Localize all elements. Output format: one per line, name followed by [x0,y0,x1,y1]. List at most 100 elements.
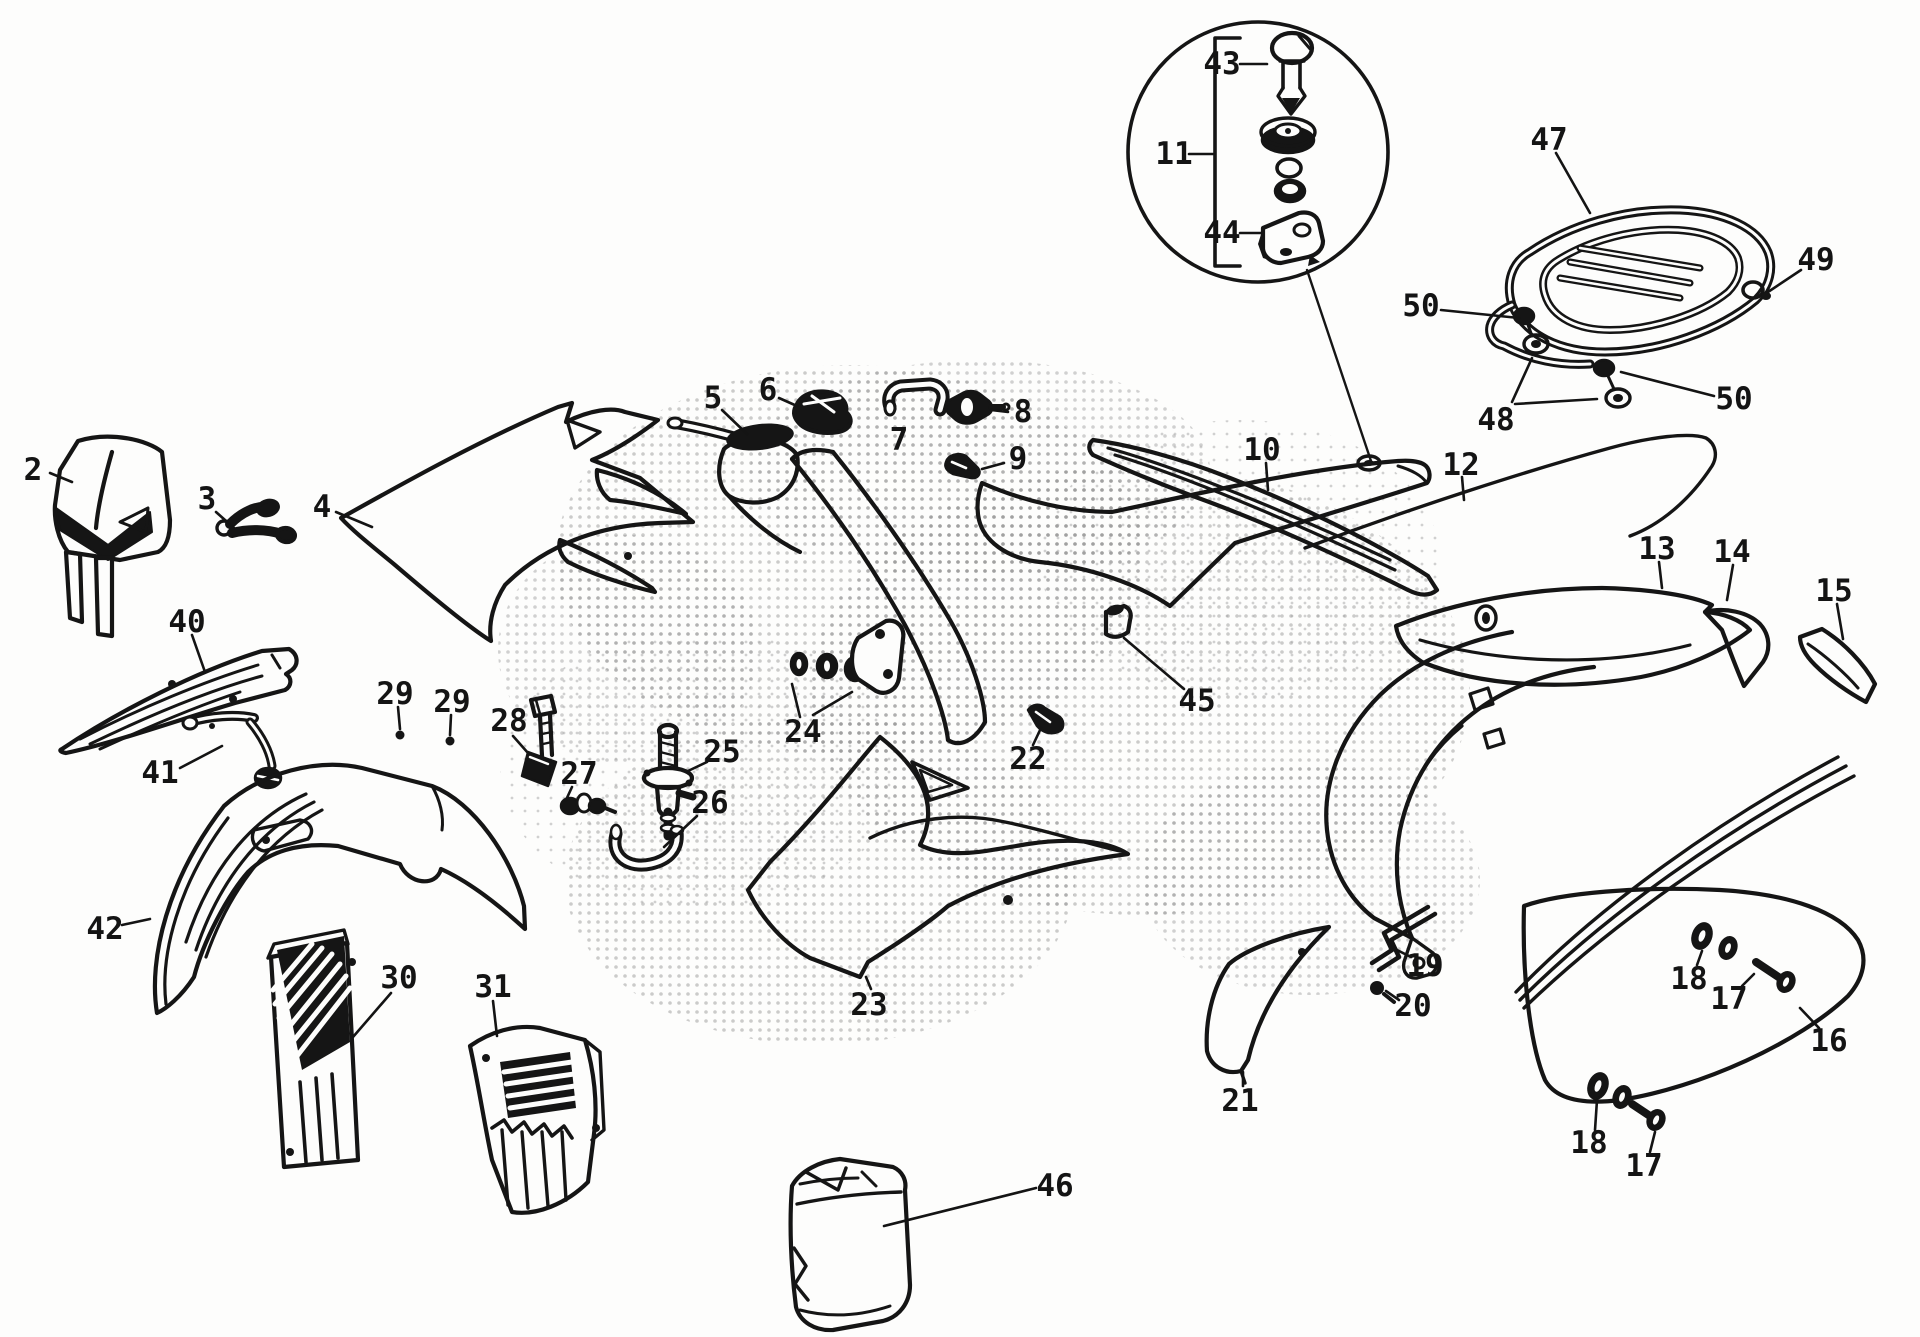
svg-text:18: 18 [1570,1125,1607,1161]
rear-fender-front [1087,433,1718,632]
svg-text:17: 17 [1625,1148,1662,1184]
front-fender [152,762,528,1016]
grommets-24 [789,618,906,695]
svg-text:28: 28 [490,703,527,739]
svg-text:23: 23 [850,987,887,1023]
svg-text:27: 27 [560,756,597,792]
mask-strap [215,498,298,545]
bolt-49 [1741,280,1771,300]
side-panel-right [1514,755,1866,1104]
svg-text:4: 4 [313,489,332,525]
svg-text:49: 49 [1797,242,1834,278]
svg-text:30: 30 [380,960,417,996]
part-label-2: 2 [24,452,74,488]
panel-fasteners-lower [1587,1072,1666,1131]
fuel-tap [641,722,697,841]
part-label-24: 24 [784,682,854,750]
svg-text:29: 29 [376,676,413,712]
center-panel [789,447,988,746]
fuel-cap [792,389,853,435]
svg-text:47: 47 [1530,122,1567,158]
headlight-mask [52,434,173,639]
part-label-13: 13 [1638,531,1676,590]
svg-text:44: 44 [1203,215,1240,251]
svg-text:15: 15 [1815,573,1852,609]
part-label-7: 7 [890,422,909,458]
inline-valve [944,389,1011,425]
svg-text:2: 2 [24,452,43,488]
svg-text:24: 24 [784,714,821,750]
spacer-45 [1103,603,1133,639]
svg-text:14: 14 [1713,534,1750,570]
svg-text:7: 7 [890,422,909,458]
svg-text:17: 17 [1710,981,1747,1017]
part-label-44: 44 [1203,215,1264,251]
part-label-16: 16 [1798,1006,1848,1059]
part-label-47: 47 [1530,122,1592,215]
side-panel-left [745,734,1131,980]
bolt-9 [944,453,981,480]
svg-text:43: 43 [1203,46,1240,82]
svg-text:29: 29 [433,684,470,720]
svg-text:9: 9 [1009,441,1028,477]
svg-text:18: 18 [1670,961,1707,997]
part-label-42: 42 [86,911,152,947]
bracket-19 [1369,904,1438,973]
part-label-11: 11 [1155,136,1215,172]
svg-text:42: 42 [86,911,123,947]
svg-text:21: 21 [1221,1083,1258,1119]
part-label-18: 18 [1570,1098,1608,1161]
svg-text:41: 41 [141,755,178,791]
rear-fender-assembly [1324,585,1771,980]
tool-bag [788,1156,913,1333]
part-label-23: 23 [850,975,888,1023]
part-label-17: 17 [1625,1130,1663,1184]
part-label-15: 15 [1815,573,1853,641]
louver-31 [467,1024,606,1215]
svg-text:22: 22 [1009,741,1046,777]
breather-hose [882,377,950,417]
svg-text:20: 20 [1394,988,1431,1024]
part-label-8: 8 [989,394,1032,430]
mud-flap [1797,626,1878,705]
part-label-6: 6 [759,372,799,408]
part-label-22: 22 [1009,726,1047,777]
part-label-26: 26 [662,785,729,849]
part-label-50: 50 [1402,288,1521,324]
part-label-40: 40 [168,604,207,674]
svg-text:12: 12 [1442,447,1479,483]
part-label-18: 18 [1670,949,1708,997]
valve-27 [559,792,617,816]
rack-grommets [1512,306,1632,409]
part-label-10: 10 [1243,432,1281,492]
svg-text:26: 26 [691,785,728,821]
under-panel-40 [58,646,299,756]
svg-text:6: 6 [759,372,778,408]
svg-text:13: 13 [1638,531,1675,567]
part-label-41: 41 [141,744,224,791]
part-label-20: 20 [1384,988,1432,1024]
part-label-9: 9 [980,441,1028,477]
part-label-29: 29 [376,676,414,731]
part-label-19: 19 [1395,948,1444,984]
svg-text:5: 5 [704,380,723,416]
watermark-halftone [498,360,1480,1045]
louver-30 [266,928,361,1170]
part-label-21: 21 [1221,1070,1259,1119]
svg-text:50: 50 [1715,381,1752,417]
bolt-20 [1370,981,1396,1004]
screws-29 [395,730,455,746]
part-label-48: 48 [1477,356,1599,438]
part-label-46: 46 [882,1168,1074,1228]
svg-text:11: 11 [1155,136,1192,172]
svg-text:31: 31 [474,969,511,1005]
svg-text:3: 3 [198,481,217,517]
part-label-17: 17 [1710,972,1756,1017]
radiator-shroud [338,400,696,644]
bolt-28 [520,693,558,788]
part-label-50: 50 [1619,370,1753,417]
part-label-12: 12 [1442,447,1480,502]
